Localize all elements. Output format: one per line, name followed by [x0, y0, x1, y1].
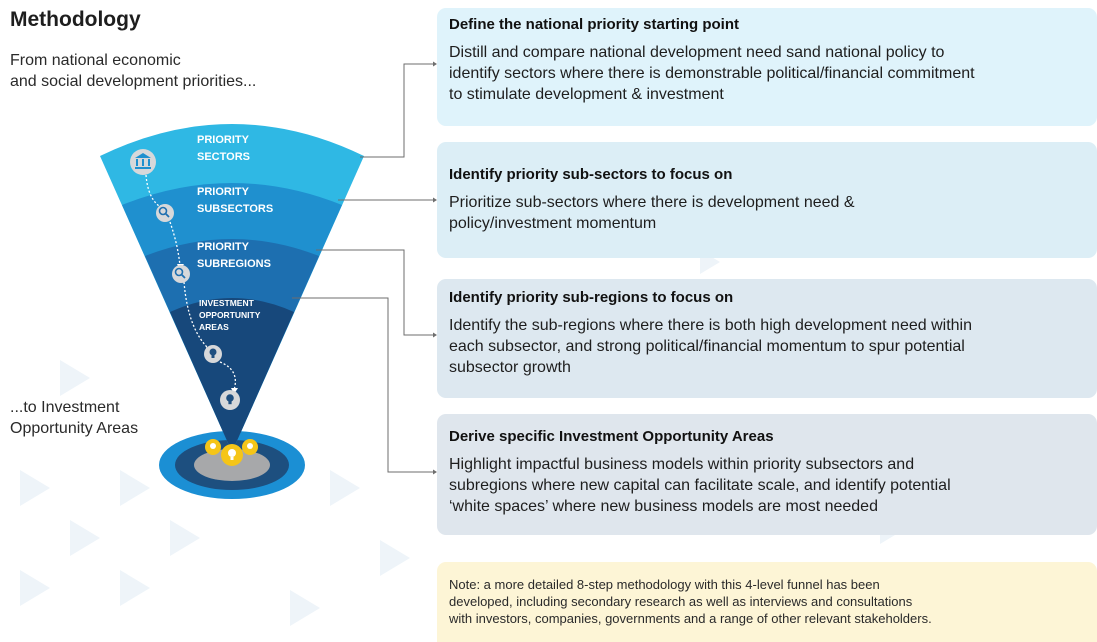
intro-line: From national economic [10, 52, 181, 69]
step-line: identify sectors where there is demonstr… [449, 65, 975, 82]
step-line: each subsector, and strong political/fin… [449, 338, 965, 355]
level-label: PRIORITY [197, 134, 250, 146]
level-label: SECTORS [197, 151, 250, 163]
funnel-level-investment-areas [170, 298, 294, 452]
outro-line: Opportunity Areas [10, 420, 139, 437]
level-label: SUBSECTORS [197, 203, 273, 215]
level-label: AREAS [199, 322, 229, 332]
step-card-investment-areas: Derive specific Investment Opportunity A… [437, 414, 1097, 535]
svg-text:SECTORS: SECTORS [197, 151, 250, 163]
funnel-diagram: PRIORITY SECTORS PRIORITY SUBSECTORS PRI… [100, 124, 364, 499]
lightbulb-cluster-icon [205, 439, 258, 466]
level-label: INVESTMENT [199, 298, 255, 308]
magnifier-icon [156, 204, 174, 222]
step-card-national-priority: Define the national priority starting po… [437, 8, 1097, 126]
svg-text:SUBSECTORS: SUBSECTORS [197, 203, 273, 215]
svg-text:AREAS: AREAS [199, 322, 229, 332]
step-line: to stimulate development & investment [449, 86, 724, 103]
svg-text:SUBREGIONS: SUBREGIONS [197, 258, 271, 270]
flow-arrow [169, 221, 181, 267]
lightbulb-icon [220, 390, 240, 410]
svg-text:PRIORITY: PRIORITY [197, 241, 250, 253]
svg-text:PRIORITY: PRIORITY [197, 134, 250, 146]
note-line: Note: a more detailed 8-step methodology… [449, 577, 880, 592]
step-description: Prioritize sub-sectors where there is de… [449, 192, 1085, 234]
note-line: developed, including secondary research … [449, 594, 913, 609]
methodology-note: Note: a more detailed 8-step methodology… [437, 562, 1097, 642]
level-label: OPPORTUNITY [199, 310, 261, 320]
outro-text: ...to Investment Opportunity Areas [10, 397, 138, 439]
step-line: Distill and compare national development… [449, 44, 945, 61]
level-label: PRIORITY [197, 186, 250, 198]
step-description: Identify the sub-regions where there is … [449, 315, 1085, 378]
lightbulb-icon [204, 345, 222, 363]
step-heading: Define the national priority starting po… [449, 16, 740, 33]
level-label: SUBREGIONS [197, 258, 271, 270]
step-heading: Derive specific Investment Opportunity A… [449, 428, 774, 445]
note-line: with investors, companies, governments a… [449, 611, 932, 626]
step-line: Prioritize sub-sectors where there is de… [449, 194, 855, 211]
bank-icon [130, 149, 156, 175]
step-heading: Identify priority sub-regions to focus o… [449, 289, 734, 306]
page-title: Methodology [10, 8, 141, 31]
step-line: ‘white spaces’ where new business models… [449, 498, 878, 515]
flow-arrow [219, 361, 237, 391]
step-description: Highlight impactful business models with… [449, 454, 1085, 517]
step-line: Identify the sub-regions where there is … [449, 317, 972, 334]
step-card-sub-sectors: Identify priority sub-sectors to focus o… [437, 142, 1097, 258]
step-line: Highlight impactful business models with… [449, 456, 915, 473]
step-line: subregions where new capital can facilit… [449, 477, 951, 494]
step-card-sub-regions: Identify priority sub-regions to focus o… [437, 279, 1097, 398]
intro-text: From national economic and social develo… [10, 50, 256, 92]
svg-text:OPPORTUNITY: OPPORTUNITY [199, 310, 261, 320]
magnifier-icon [172, 265, 190, 283]
svg-text:INVESTMENT: INVESTMENT [199, 298, 255, 308]
svg-text:PRIORITY: PRIORITY [197, 186, 250, 198]
level-label: PRIORITY [197, 241, 250, 253]
intro-line: and social development priorities... [10, 73, 257, 90]
step-line: policy/investment momentum [449, 215, 657, 232]
outro-line: ...to Investment [10, 399, 120, 416]
flow-arrow [183, 281, 211, 351]
step-description: Distill and compare national development… [449, 42, 1085, 105]
flow-arrow [145, 174, 163, 209]
step-line: subsector growth [449, 359, 571, 376]
step-heading: Identify priority sub-sectors to focus o… [449, 166, 733, 183]
